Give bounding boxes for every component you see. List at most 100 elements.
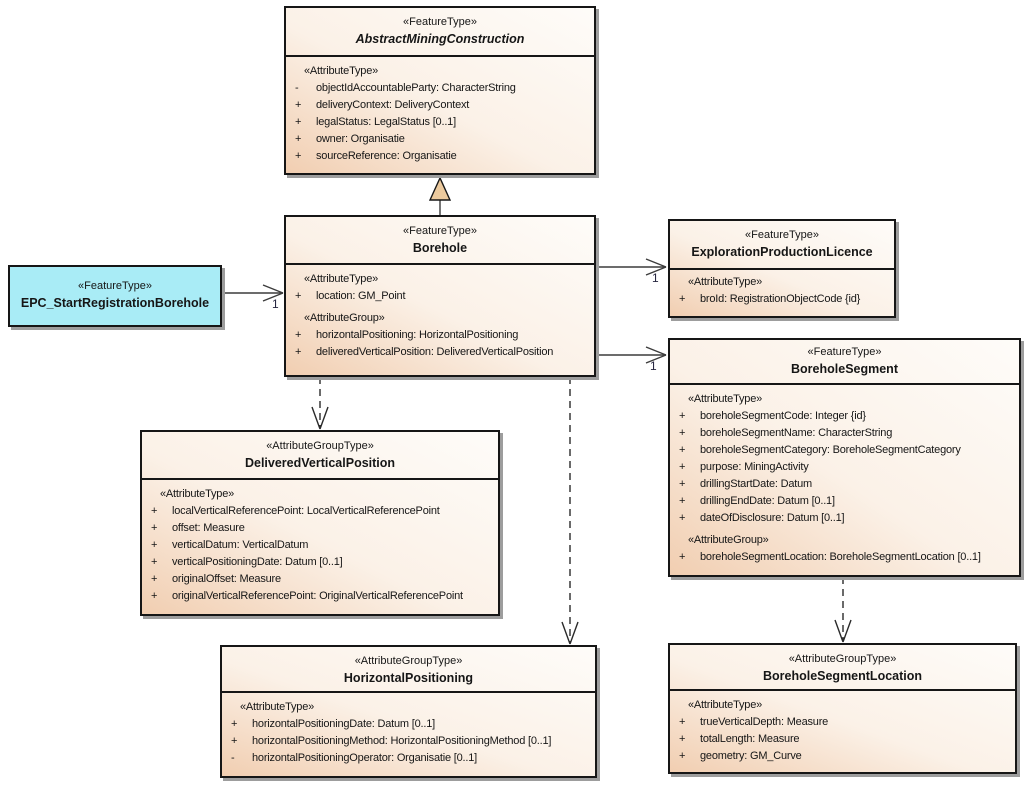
dependency-borehole-to-deliveredverticalposition[interactable] [311,377,329,430]
open-arrow-icon [311,406,329,430]
attribute-row: +dateOfDisclosure: Datum [0..1] [670,510,1019,527]
attribute-section-label: «AttributeType» [240,701,315,713]
visibility: + [679,750,686,762]
attribute-text: horizontalPositioning: HorizontalPositio… [316,329,519,341]
attribute-row: + horizontalPositioning: HorizontalPositi… [286,327,594,344]
visibility: + [295,116,302,128]
attributes-compartment: «AttributeType» -objectIdAccountablePart… [286,57,594,165]
class-borehole[interactable]: «FeatureType» Borehole «AttributeType» +… [284,215,596,377]
class-name: DeliveredVerticalPosition [244,456,396,470]
visibility: + [679,512,686,524]
attribute-row: -horizontalPositioningOperator: Organisa… [222,750,595,767]
attribute-row: +totalLength: Measure [670,731,1015,748]
dependency-boreholesegment-to-boreholesegmentlocation[interactable] [834,577,852,643]
class-name: EPC_StartRegistrationBorehole [20,296,210,310]
class-name: BoreholeSegmentLocation [762,669,923,683]
attribute-row: +verticalDatum: VerticalDatum [142,537,498,554]
visibility: + [295,99,302,111]
visibility: + [151,522,158,534]
stereotype-label: «AttributeGroupType» [354,655,463,667]
stereotype-label: «AttributeGroupType» [788,653,897,665]
visibility: + [151,556,158,568]
attribute-text: geometry: GM_Curve [700,750,802,762]
attribute-row: +originalOffset: Measure [142,571,498,588]
attributes-compartment: «AttributeType» +trueVerticalDepth: Meas… [670,691,1015,765]
attributes-compartment: «AttributeType» +location: GM_Point «Att… [286,265,594,361]
attribute-group-section-label: «AttributeGroup» [688,534,769,546]
class-name: AbstractMiningConstruction [355,32,525,46]
attributes-compartment: «AttributeType» + horizontalPositioningDa… [222,693,595,767]
attribute-text: offset: Measure [172,522,245,534]
attribute-text: broId: RegistrationObjectCode {id} [700,293,861,305]
class-epc-startregistrationborehole[interactable]: «FeatureType» EPC_StartRegistrationBoreh… [8,265,222,327]
visibility: + [679,293,686,305]
attribute-row: +originalVerticalReferencePoint: Origina… [142,588,498,605]
attribute-row: + deliveredVerticalPosition: DeliveredVer… [286,344,594,361]
class-header: «FeatureType» AbstractMiningConstruction [286,8,594,57]
attribute-text: totalLength: Measure [700,733,800,745]
attribute-row: +sourceReference: Organisatie [286,148,594,165]
dependency-borehole-to-horizontalpositioning[interactable] [561,377,579,645]
attribute-text: owner: Organisatie [316,133,405,145]
class-explorationproductionlicence[interactable]: «FeatureType» ExplorationProductionLicen… [668,219,896,318]
class-boreholesegmentlocation[interactable]: «AttributeGroupType» BoreholeSegmentLoca… [668,643,1017,774]
class-name: BoreholeSegment [791,362,898,376]
visibility: + [679,495,686,507]
class-header: «AttributeGroupType» HorizontalPositioni… [222,647,595,693]
visibility: + [295,329,302,341]
visibility: + [295,346,302,358]
class-horizontalpositioning[interactable]: «AttributeGroupType» HorizontalPositioni… [220,645,597,778]
attribute-text: legalStatus: LegalStatus [0..1] [316,116,456,128]
class-header: «FeatureType» BoreholeSegment [670,340,1019,385]
visibility: + [679,427,686,439]
attribute-text: horizontalPositioningDate: Datum [0..1] [252,718,435,730]
attribute-row: -objectIdAccountableParty: CharacterStri… [286,80,594,97]
class-deliveredverticalposition[interactable]: «AttributeGroupType» DeliveredVerticalPo… [140,430,500,616]
attribute-row: + location: GM_Point [286,288,594,305]
attribute-row: +boreholeSegmentCategory: BoreholeSegmen… [670,442,1019,459]
visibility: + [295,150,302,162]
visibility: + [679,478,686,490]
attribute-row: +boreholeSegmentCode: Integer {id} [670,408,1019,425]
visibility: + [231,718,238,730]
attribute-row: +horizontalPositioningMethod: Horizontal… [222,733,595,750]
attributes-compartment: «AttributeType» +localVerticalReferenceP… [142,480,498,605]
class-header: «AttributeGroupType» DeliveredVerticalPo… [142,432,498,480]
attribute-row: + broId: RegistrationObjectCode {id} [670,291,894,308]
visibility: + [151,539,158,551]
visibility: + [295,133,302,145]
attribute-section-label: «AttributeType» [688,393,763,405]
attributes-compartment: «AttributeType» + broId: RegistrationObje… [670,270,894,308]
open-arrow-icon [834,619,852,643]
attribute-text: drillingEndDate: Datum [0..1] [700,495,835,507]
open-arrow-icon [561,621,579,645]
attribute-text: originalOffset: Measure [172,573,281,585]
attribute-row: +boreholeSegmentName: CharacterString [670,425,1019,442]
attribute-row: +drillingStartDate: Datum [670,476,1019,493]
attribute-section-label: «AttributeType» [160,488,235,500]
attribute-section-label: «AttributeType» [688,276,763,288]
class-boreholesegment[interactable]: «FeatureType» BoreholeSegment «Attribute… [668,338,1021,577]
attribute-text: purpose: MiningActivity [700,461,809,473]
class-name: ExplorationProductionLicence [691,245,873,259]
class-header: «AttributeGroupType» BoreholeSegmentLoca… [670,645,1015,691]
visibility: + [151,505,158,517]
visibility: - [295,82,299,94]
visibility: + [295,290,302,302]
class-header: «FeatureType» ExplorationProductionLicen… [670,221,894,270]
generalization-borehole-to-abstractminingconstruction[interactable] [428,176,452,215]
attribute-text: originalVerticalReferencePoint: Original… [172,590,463,602]
attribute-text: location: GM_Point [316,290,406,302]
attribute-text: deliveredVerticalPosition: DeliveredVert… [316,346,554,358]
visibility: + [679,410,686,422]
visibility: + [231,735,238,747]
attribute-text: trueVerticalDepth: Measure [700,716,829,728]
class-name: HorizontalPositioning [343,671,474,685]
visibility: + [679,551,686,563]
attribute-text: deliveryContext: DeliveryContext [316,99,470,111]
multiplicity-borehole-to-epl: 1 [652,271,659,285]
visibility: + [679,444,686,456]
class-abstractminingconstruction[interactable]: «FeatureType» AbstractMiningConstruction… [284,6,596,175]
attributes-compartment: «AttributeType» +boreholeSegmentCode: In… [670,385,1019,566]
